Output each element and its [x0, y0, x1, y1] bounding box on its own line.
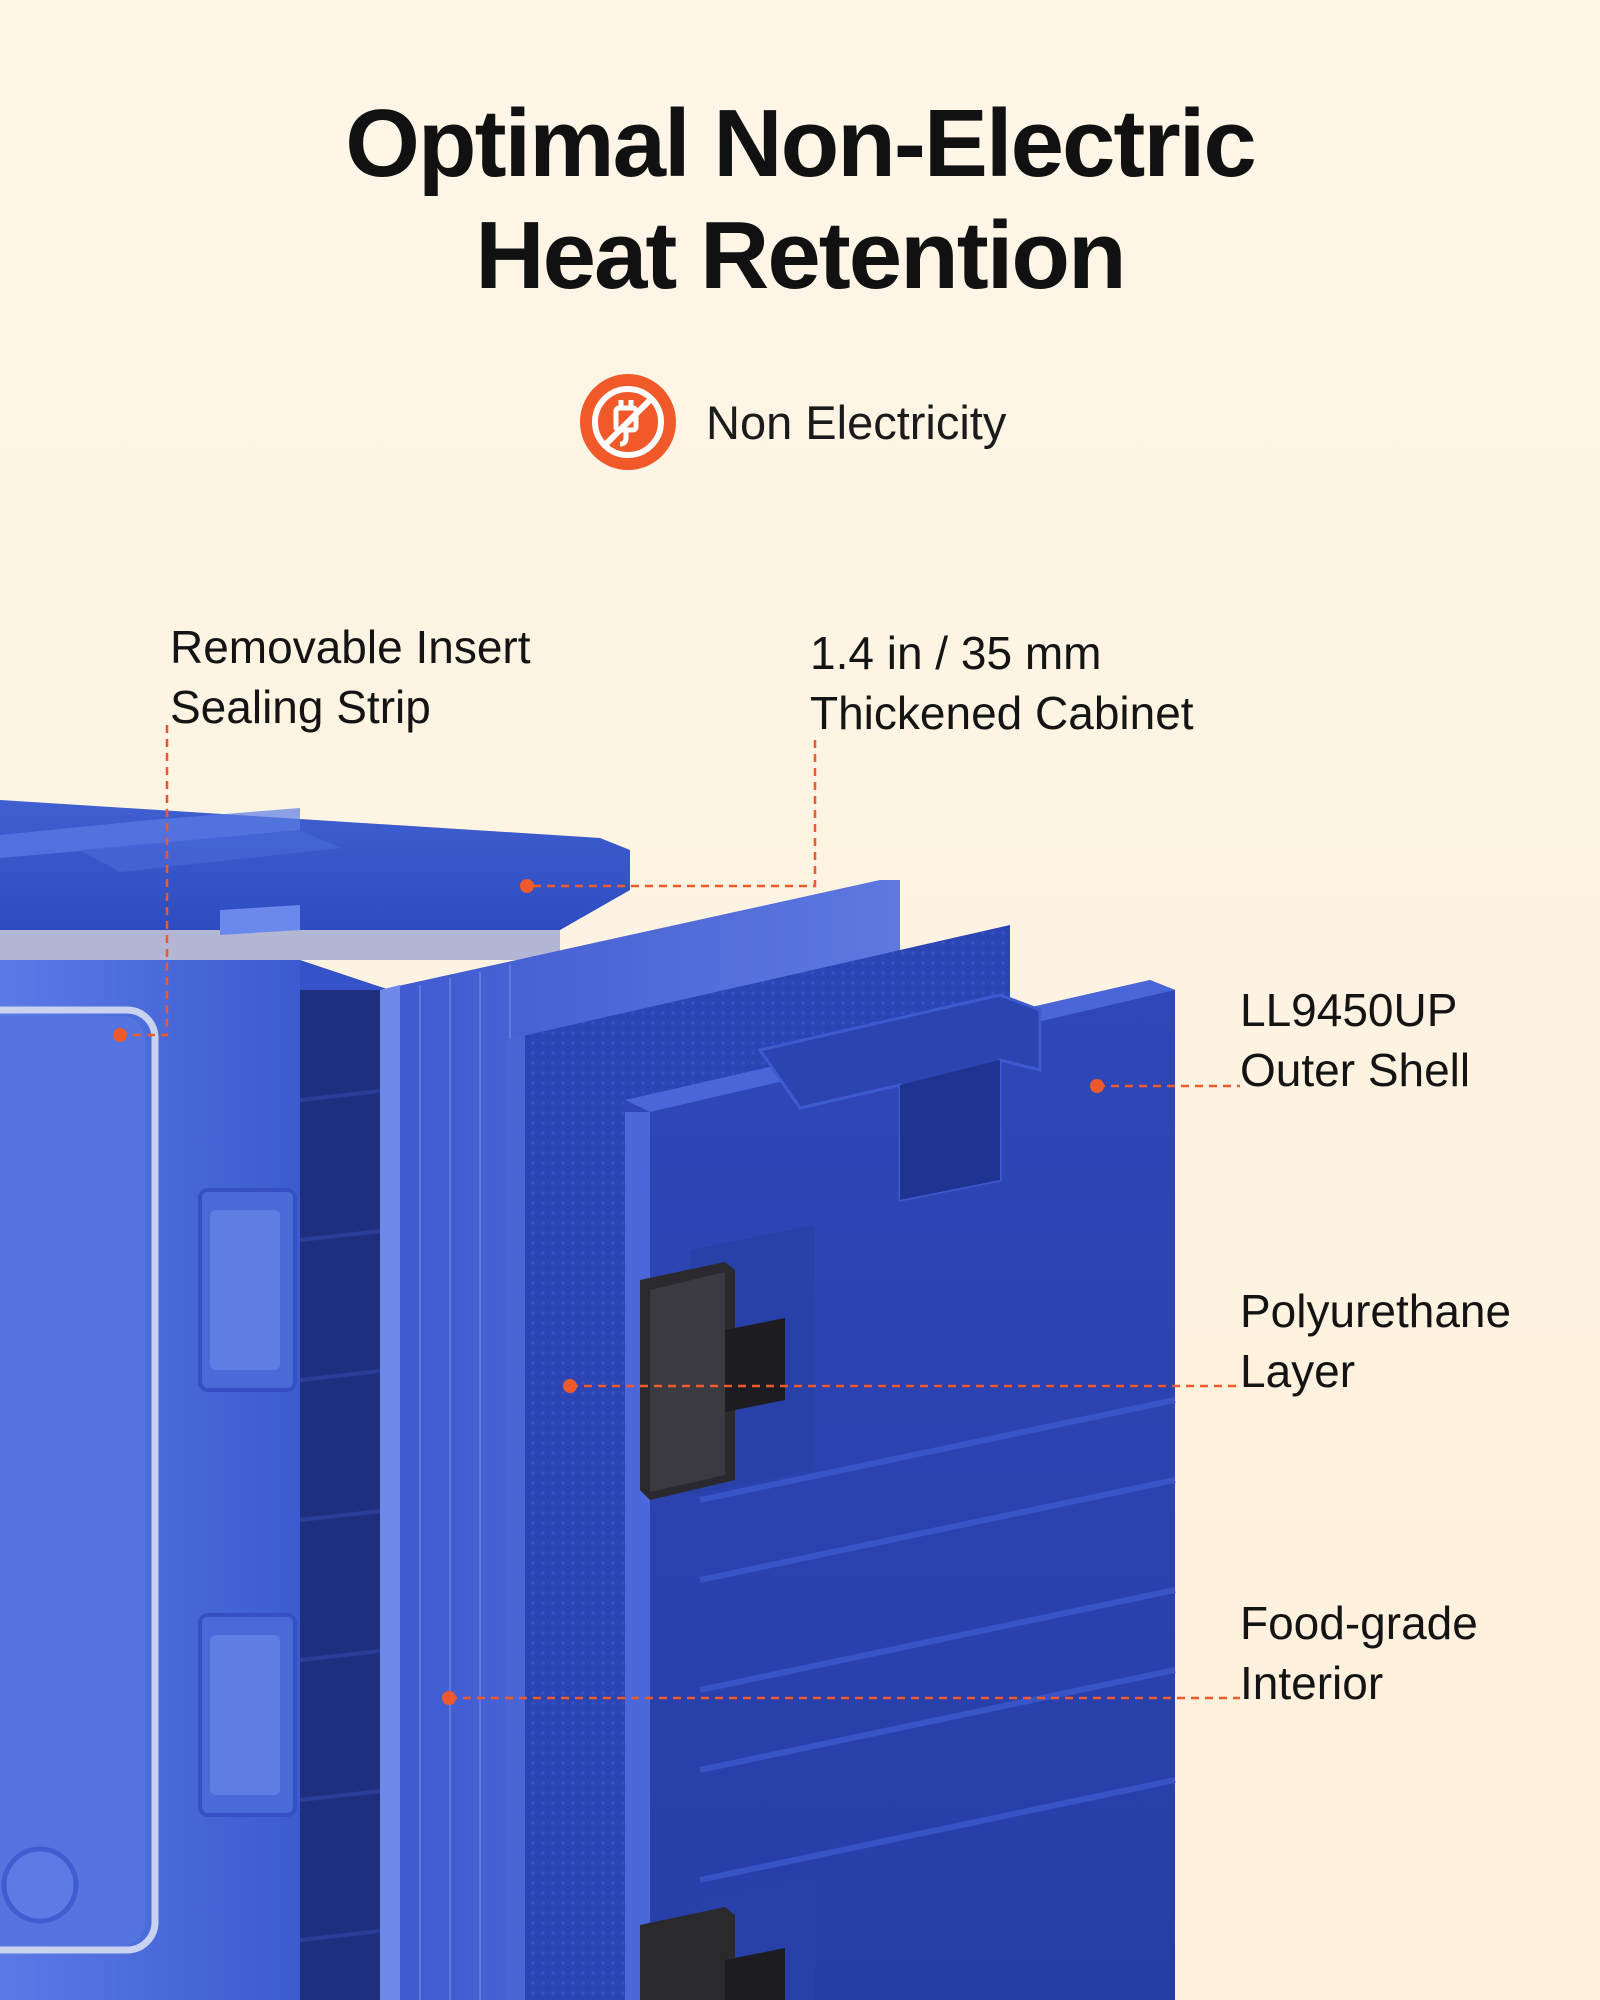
latch-upper — [640, 1262, 785, 1500]
callout-cabinet-line-2: Thickened Cabinet — [810, 687, 1194, 739]
callout-polyurethane-line-1: Polyurethane — [1240, 1285, 1512, 1337]
non-electricity-badge: Non Electricity — [578, 372, 1006, 472]
callout-polyurethane: Polyurethane Layer — [1240, 1281, 1511, 1401]
callout-lines — [120, 725, 1240, 1700]
callout-outer-shell-line-1: LL9450UP — [1240, 984, 1458, 1036]
callout-sealing-strip-line-1: Removable Insert — [170, 621, 531, 673]
callout-interior-line-2: Interior — [1240, 1657, 1384, 1709]
outer-shell-door — [625, 980, 1176, 2000]
callout-cabinet-line-1: 1.4 in / 35 mm — [810, 627, 1102, 679]
no-plug-icon — [580, 374, 676, 470]
callout-outer-shell-line-2: Outer Shell — [1240, 1044, 1471, 1096]
latch-lower — [640, 1907, 785, 2000]
knob — [1, 1846, 79, 1924]
callout-interior-line-1: Food-grade — [1240, 1597, 1478, 1649]
callout-interior: Food-grade Interior — [1240, 1593, 1478, 1713]
page-title: Optimal Non-Electric Heat Retention — [0, 88, 1600, 312]
callout-sealing-strip: Removable Insert Sealing Strip — [170, 617, 531, 737]
callout-cabinet: 1.4 in / 35 mm Thickened Cabinet — [810, 623, 1194, 743]
callout-sealing-strip-line-2: Sealing Strip — [170, 681, 431, 733]
sealing-strip — [0, 1006, 159, 1954]
badge-label: Non Electricity — [706, 395, 1007, 449]
title-line-1: Optimal Non-Electric — [345, 90, 1257, 197]
title-line-2: Heat Retention — [475, 202, 1126, 309]
callout-dots — [113, 879, 1104, 1705]
callout-outer-shell: LL9450UP Outer Shell — [1240, 980, 1470, 1100]
interior — [299, 990, 391, 2000]
callout-polyurethane-line-2: Layer — [1240, 1345, 1356, 1397]
